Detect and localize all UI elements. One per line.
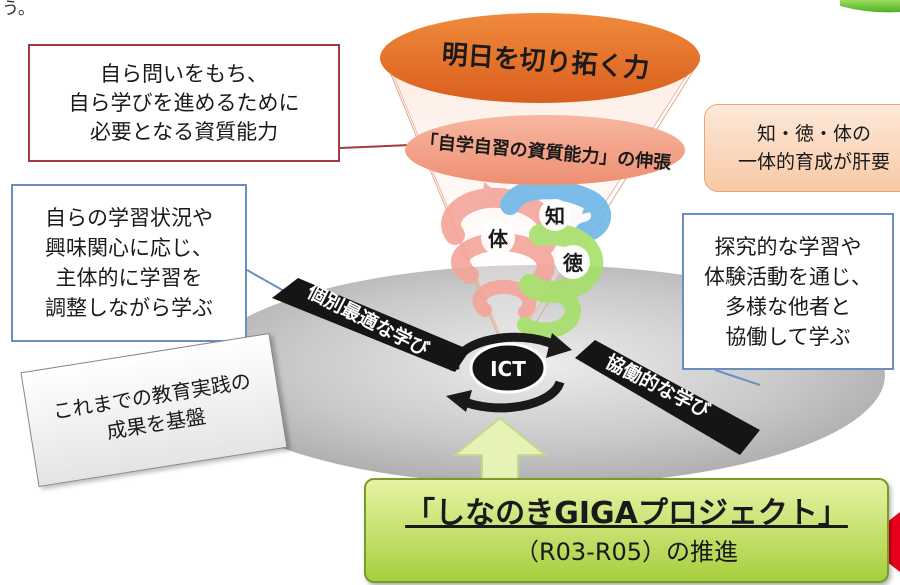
collaborative-learning-box: 探究的な学習や 体験活動を通じ、 多様な他者と 協働して学ぶ xyxy=(682,213,894,370)
competency-box: 自ら問いをもち、 自ら学びを進めるために 必要となる資質能力 xyxy=(28,44,340,162)
holistic-callout: 知・徳・体の 一体的育成が肝要 xyxy=(704,104,900,192)
ring-arrow-top xyxy=(546,333,572,358)
holistic-line-2: 一体的育成が肝要 xyxy=(737,151,890,173)
connector-red xyxy=(339,144,411,149)
collaborative-line-3: 多様な他者と xyxy=(725,294,851,319)
project-subtitle: （R03-R05）の推進 xyxy=(514,537,739,566)
top-ellipse xyxy=(380,13,700,103)
individual-learning-box: 自らの学習状況や 興味関心に応じ、 主体的に学習を 調整しながら学ぶ xyxy=(11,184,247,342)
competency-line-3: 必要となる資質能力 xyxy=(89,119,279,144)
project-box: 「しなのきGIGAプロジェクト」 （R03-R05）の推進 xyxy=(364,478,889,583)
collaborative-line-2: 体験活動を通じ、 xyxy=(704,264,872,289)
ring-arc-bottom xyxy=(458,380,565,413)
body-badge xyxy=(481,221,515,255)
ict-label: ICT xyxy=(490,357,526,381)
individual-line-3: 主体的に学習を xyxy=(55,266,203,290)
holistic-line-1: 知・徳・体の xyxy=(756,123,871,145)
collaborative-line-4: 協働して学ぶ xyxy=(725,324,851,349)
ict-hub xyxy=(469,342,547,394)
band-right-shape xyxy=(575,340,760,455)
ring-arrow-bottom xyxy=(446,390,472,412)
individual-line-4: 調整しながら学ぶ xyxy=(45,296,213,320)
corner-green-shape xyxy=(840,0,900,13)
virtue-label: 徳 xyxy=(562,251,583,275)
individual-line-1: 自らの学習状況や xyxy=(45,206,213,230)
mid-ellipse xyxy=(405,115,685,185)
competency-line-2: 自ら学びを進めるために xyxy=(68,90,300,115)
knowledge-label: 知 xyxy=(545,204,565,228)
body-label: 体 xyxy=(488,227,509,251)
spiral-body-lower xyxy=(472,279,537,319)
top-fragment-text: う。 xyxy=(2,0,35,19)
competency-line-1: 自ら問いをもち、 xyxy=(100,61,268,86)
project-title: 「しなのきGIGAプロジェクト」 xyxy=(405,495,848,531)
knowledge-badge xyxy=(539,199,571,231)
band-left-shape xyxy=(272,278,470,372)
collaborative-line-1: 探究的な学習や xyxy=(714,234,862,259)
connector-right xyxy=(714,369,761,386)
individual-line-2: 興味関心に応じ、 xyxy=(45,236,213,260)
virtue-badge xyxy=(556,245,590,279)
spiral-virtue-lower xyxy=(517,282,582,339)
spiral-knowledge-arrow xyxy=(582,190,608,214)
spiral-body-arrow xyxy=(482,182,500,206)
